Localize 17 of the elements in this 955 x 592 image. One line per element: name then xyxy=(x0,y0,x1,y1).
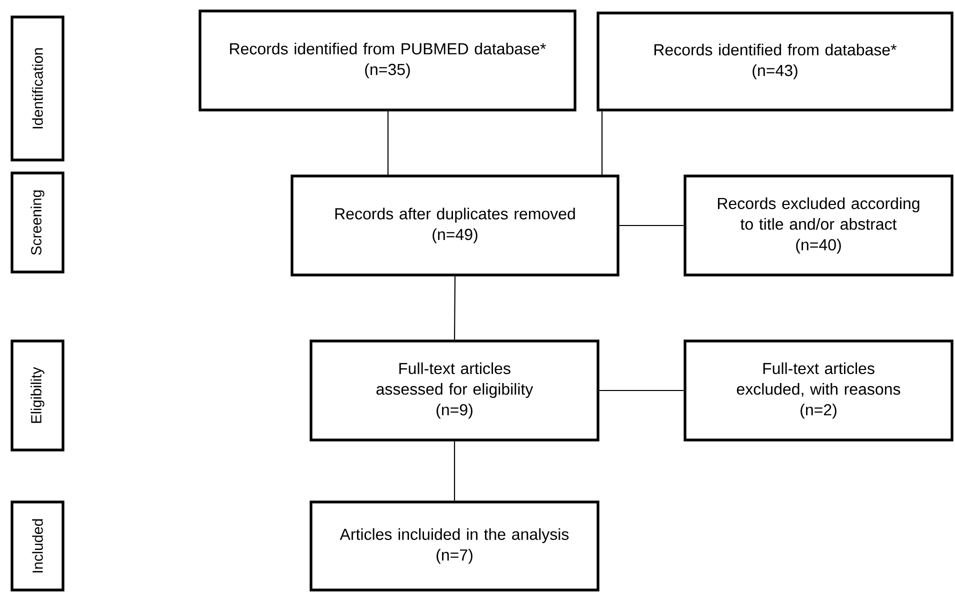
process-box: Records after duplicates removed (n=49) xyxy=(290,174,620,276)
stage-label: Identification xyxy=(10,16,64,162)
connector-line xyxy=(387,111,389,175)
process-box: Full-text articles assessed for eligibility (n=9) xyxy=(310,340,600,442)
process-box: Full-text articles excluded, with reasons (n=2) xyxy=(684,340,954,442)
connector-line xyxy=(454,276,456,340)
stage-label: Screening xyxy=(10,172,64,274)
stage-label: Eligibility xyxy=(10,340,64,452)
connector-line xyxy=(619,224,684,226)
process-box: Records identified from database* (n=43) xyxy=(596,12,954,112)
connector-line xyxy=(601,111,603,175)
connector-line xyxy=(599,390,684,392)
stage-label: Included xyxy=(10,500,64,592)
connector-line xyxy=(454,441,456,501)
process-box: Records identified from PUBMED database* (n=35) xyxy=(198,10,576,112)
process-box: Records excluded according to title and/or abstract (n=40) xyxy=(684,174,954,276)
process-box: Articles incluided in the analysis (n=7) xyxy=(310,500,600,592)
